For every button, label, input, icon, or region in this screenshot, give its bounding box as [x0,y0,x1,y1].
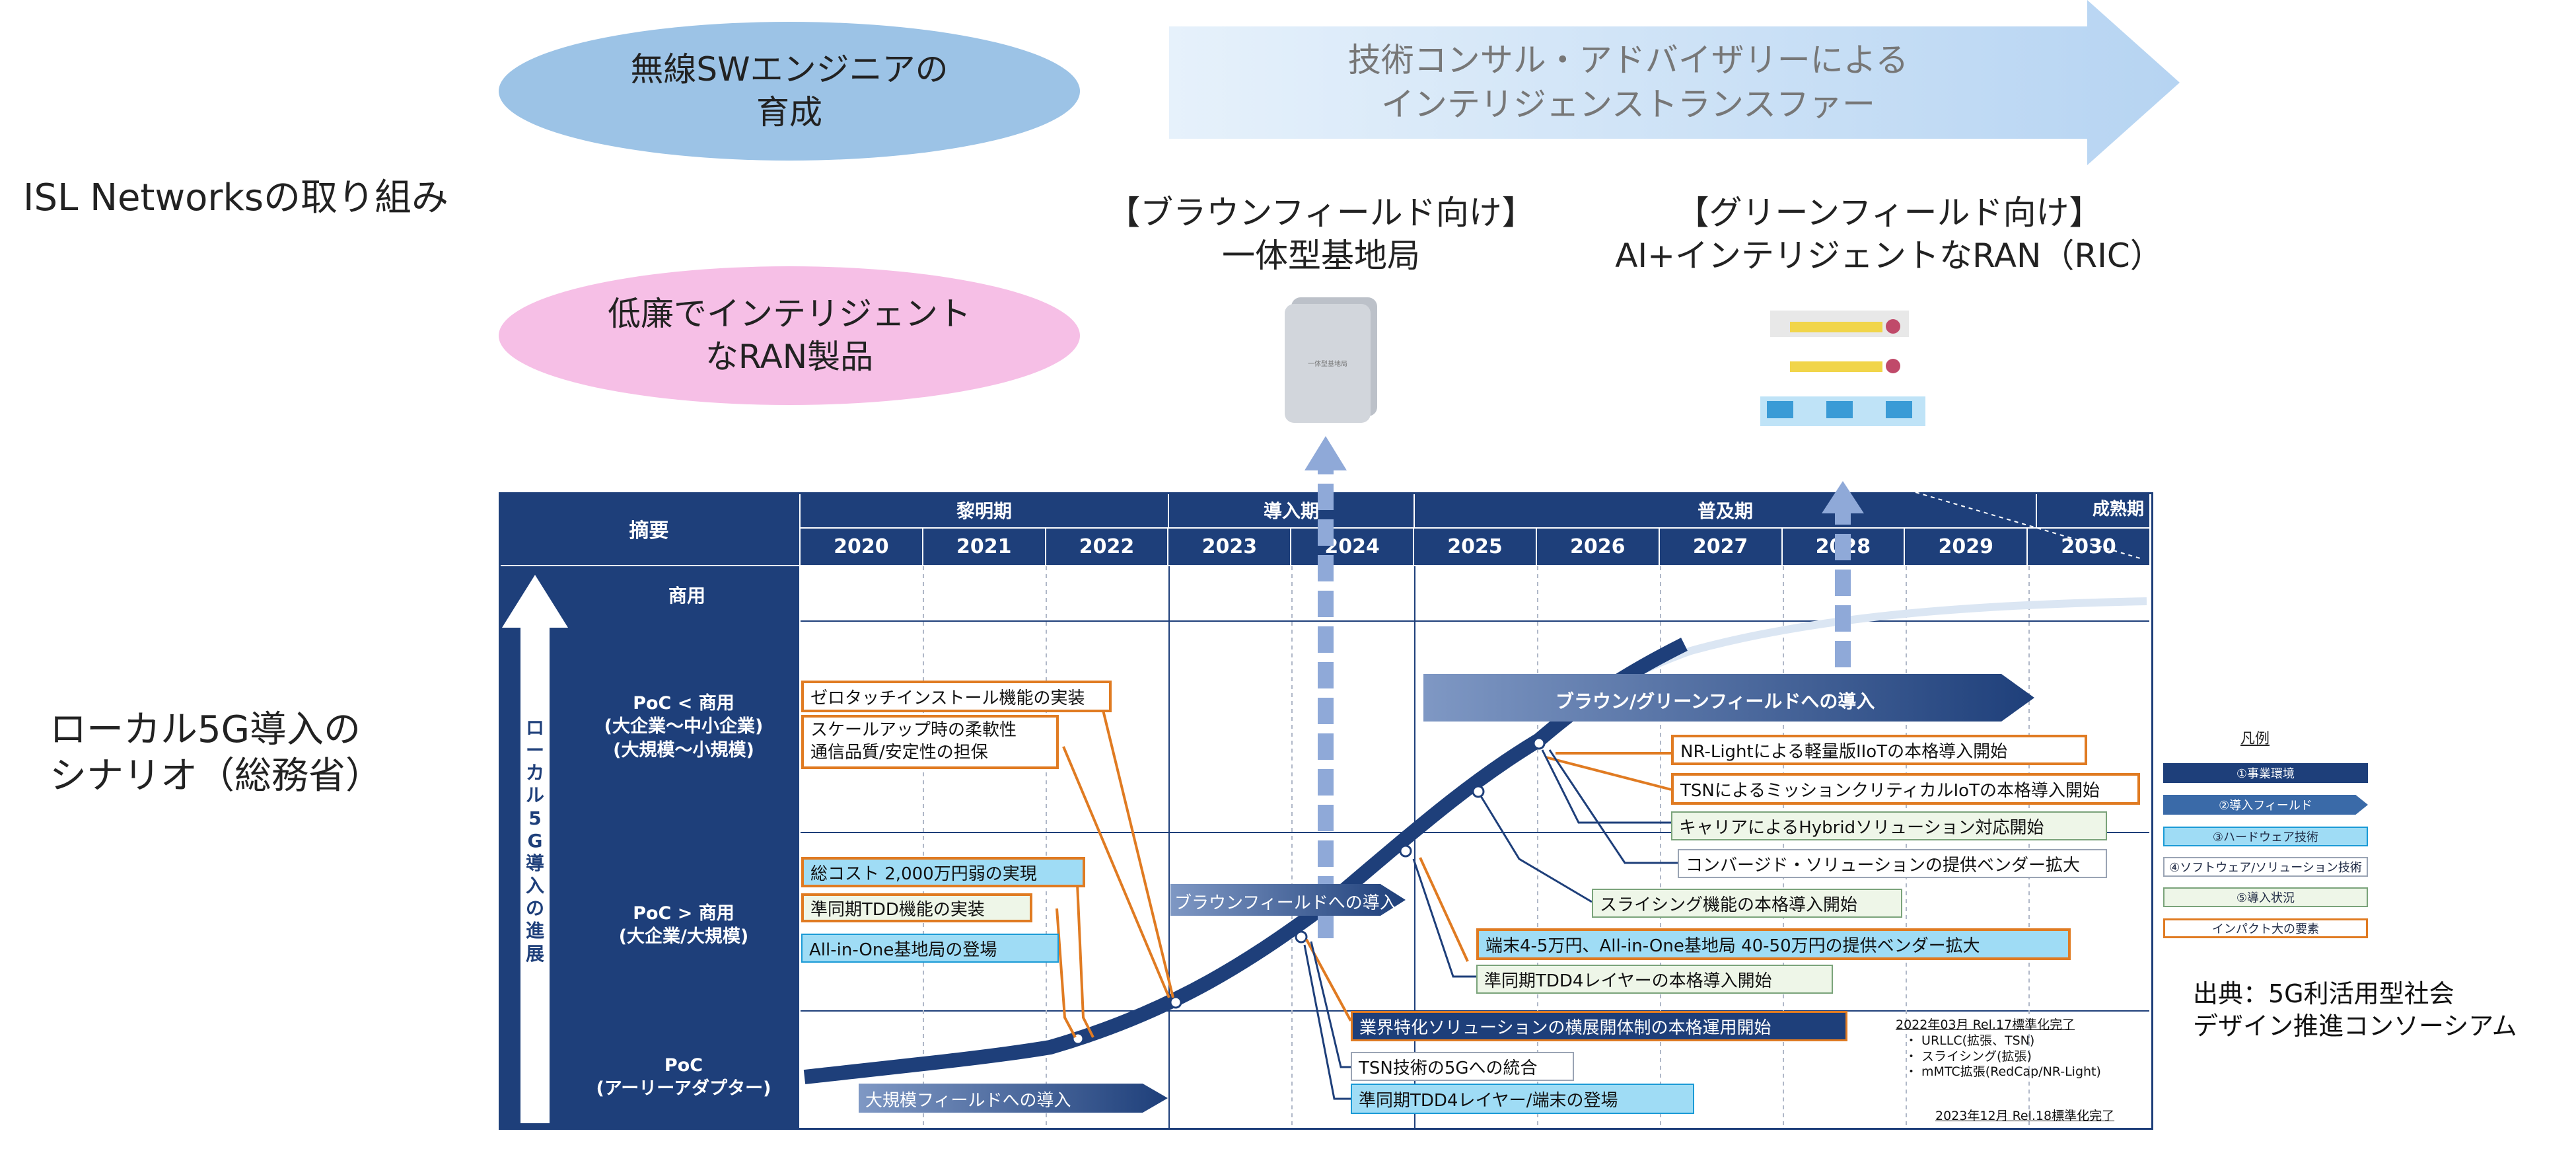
row-poc-less-than-commercial: PoC < 商用(大企業～中小企業)(大規模～小規模) [604,693,764,760]
brown-green-arrow-shape [1423,674,2034,722]
greenfield-heading: 【グリーンフィールド向け】AI+インテリジェントなRAN（RIC） [1615,194,2163,275]
legend-title: 凡例 [2240,731,2270,747]
tdd4-terminal-box: 準同期TDD4レイヤー/端末の登場 [1351,1084,1694,1114]
year-2025: 2025 [1414,529,1536,565]
terminal-box: 端末4-5万円、All-in-One基地局 40-50万円の提供ベンダー拡大 [1476,928,2071,960]
large-field-arrow-label: 大規模フィールドへの導入 [865,1091,1071,1111]
isl-label: ISL Networksの取り組み [23,176,449,219]
legend-software-solution: ④ソフトウェア/ソリューション技術 [2163,857,2368,877]
aio-box: All-in-One基地局の登場 [801,934,1059,963]
industry-box: 業界特化ソリューションの横展開体制の本格運用開始 [1351,1011,1847,1041]
converged-box: コンバージド・ソリューションの提供ベンダー拡大 [1678,849,2107,878]
tsn-mission-box: TSNによるミッションクリティカルIoTの本格導入開始 [1671,773,2140,805]
year-2022: 2022 [1046,529,1168,565]
year-2029: 2029 [1905,529,2027,565]
year-2023: 2023 [1168,529,1291,565]
brown-green-arrow-label: ブラウン/グリーンフィールドへの導入 [1556,690,1875,712]
period-introduction: 導入期 [1169,492,1413,527]
legend-business-environment: ①事業環境 [2163,763,2368,783]
ric-architecture-diagram-image [1754,307,1932,453]
brownfield-arrow-label: ブラウンフィールドへの導入 [1174,893,1397,913]
ellipse-engineer-training: 無線SWエンジニアの育成 [499,22,1080,161]
tdd4-box: 準同期TDD4レイヤーの本格導入開始 [1476,965,1833,994]
period-spread: 普及期 [1415,492,2036,527]
release-notes: 2022年03月 Rel.17標準化完了 ・ URLLC(拡張、TSN) ・ ス… [1896,1018,2101,1080]
tdd-box: 準同期TDD機能の実装 [801,893,1032,922]
year-2020: 2020 [801,529,922,565]
total-cost-box: 総コスト 2,000万円弱の実現 [801,857,1085,887]
brownfield-arrow-shape [1170,884,1406,916]
tsn-5g-box: TSN技術の5Gへの統合 [1351,1052,1574,1081]
transfer-arrow-text: 技術コンサル・アドバイザリーによるインテリジェンストランスファー [1347,40,1909,124]
legend-high-impact: インパクト大の要素 [2163,918,2368,938]
legend-introduction-status: ⑤導入状況 [2163,887,2368,907]
slicing-box: スライシング機能の本格導入開始 [1592,889,1902,918]
nr-light-box: NR-Lightによる軽量版IIoTの本格導入開始 [1671,735,2087,765]
year-2026: 2026 [1536,529,1659,565]
row-commercial: 商用 [668,585,705,607]
legend-introduction-field: ②導入フィールド [2163,795,2368,815]
year-2024: 2024 [1291,529,1413,565]
local5g-label: ローカル5G導入のシナリオ（総務省） [50,708,382,797]
zero-touch-box: ゼロタッチインストール機能の実装 [801,681,1112,712]
release-note-rel18: 2023年12月 Rel.18標準化完了 [1935,1109,2115,1123]
brownfield-heading: 【ブラウンフィールド向け】一体型基地局 [1107,194,1535,275]
summary-header: 摘要 [499,492,799,565]
year-header-row: 2020 2021 2022 2023 2024 2025 2026 2027 … [801,529,2149,565]
legend-hardware-tech: ③ハードウェア技術 [2163,827,2368,846]
period-maturity: 成熟期 [2037,492,2149,527]
year-2021: 2021 [923,529,1045,565]
year-2030: 2030 [2028,529,2149,565]
source-citation: 出典：5G利活用型社会デザイン推進コンソーシアム [2193,979,2517,1041]
row-poc-greater-than-commercial: PoC > 商用(大企業/大規模) [618,903,749,947]
base-station-device-image: 一体型基地局 [1285,304,1371,423]
period-dawn: 黎明期 [801,492,1168,527]
row-poc-early-adopter: PoC(アーリーアダプター) [596,1055,771,1099]
carrier-hybrid-box: キャリアによるHybridソリューション対応開始 [1671,811,2107,840]
progress-up-arrow [502,575,568,1123]
large-field-arrow-shape [859,1084,1168,1113]
year-2027: 2027 [1659,529,1781,565]
ellipse-intelligent-ran: 低廉でインテリジェントなRAN製品 [499,266,1080,405]
transfer-arrow [1169,0,2180,165]
scale-up-box: スケールアップ時の柔軟性通信品質/安定性の担保 [801,715,1059,769]
